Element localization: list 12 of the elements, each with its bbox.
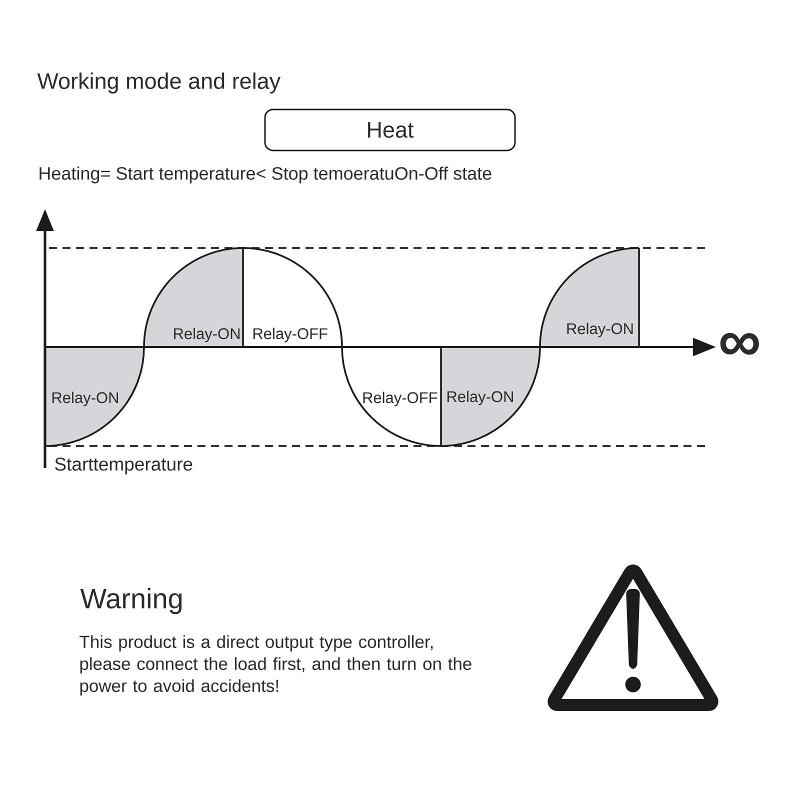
axis-label: Starttemperature bbox=[55, 458, 192, 474]
region-label: Relay-OFF bbox=[253, 328, 328, 342]
region-label: Relay-OFF bbox=[363, 392, 438, 406]
warning-heading: Warning bbox=[80, 588, 182, 614]
region-label: Relay-ON bbox=[52, 392, 118, 406]
warning-text: This product is a direct output type controller, please connect the load first, and then turn on the power to avoid accidents! bbox=[80, 635, 472, 696]
region-label: Relay-ON bbox=[174, 328, 240, 342]
mode-box: Heat bbox=[264, 108, 516, 152]
infinity-symbol: ∞ bbox=[720, 332, 759, 355]
region-label: Relay-ON bbox=[567, 322, 633, 338]
title: Working mode and relay bbox=[37, 72, 281, 94]
region-label: Relay-ON bbox=[447, 390, 513, 406]
